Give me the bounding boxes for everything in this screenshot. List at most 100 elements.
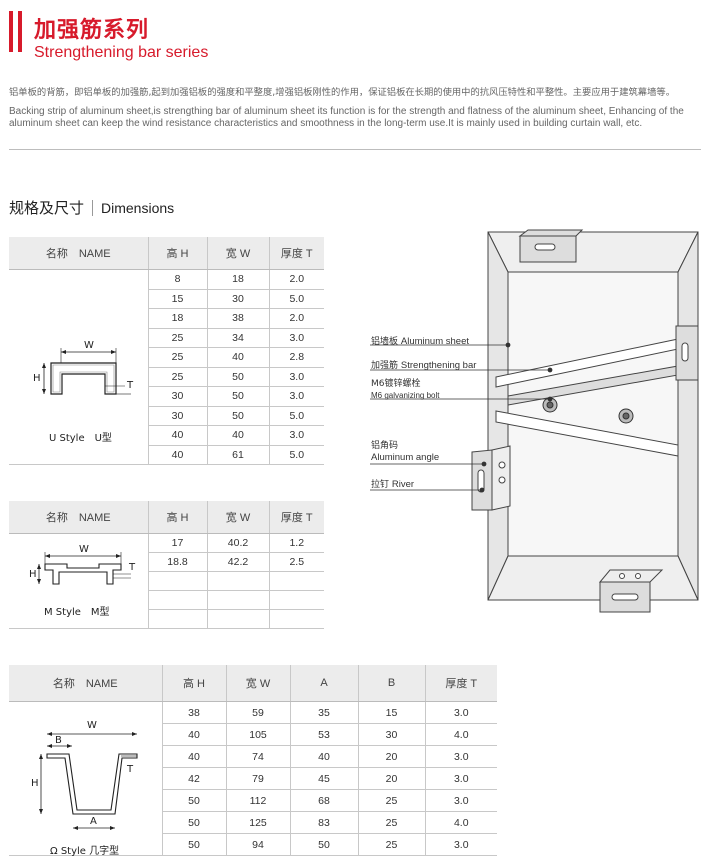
u-fig-h-label: H	[33, 373, 41, 384]
label-en: Aluminum sheet	[400, 336, 470, 347]
cell: 40	[147, 425, 207, 446]
cell: 34	[206, 328, 269, 348]
cell	[268, 590, 324, 610]
cell: 18	[147, 308, 207, 329]
table-row	[9, 590, 324, 610]
cell: 25	[357, 789, 425, 812]
cell	[206, 571, 269, 591]
cell: 17	[147, 533, 207, 553]
header-height: 高 H	[161, 665, 226, 702]
cell: 40	[206, 347, 269, 368]
label-strengthening-bar: 加强筋 Strengthening bar	[371, 358, 476, 371]
u-style-label: U Style U型	[49, 433, 112, 444]
cell: 3.0	[268, 386, 324, 407]
header-name: 名称 NAME	[9, 501, 148, 534]
cell: 42	[161, 767, 226, 790]
header-accent-bar-2	[18, 11, 22, 52]
cell: 125	[225, 811, 290, 834]
m-fig-w-label: W	[79, 544, 89, 555]
cell: 61	[206, 445, 269, 465]
cell: 112	[225, 789, 290, 812]
cell: 15	[147, 289, 207, 309]
label-en: Aluminum angle	[371, 452, 440, 463]
cell: 50	[206, 367, 269, 387]
cell: 94	[225, 833, 290, 856]
cell: 3.0	[424, 789, 497, 812]
cell	[147, 609, 207, 629]
dimensions-title-cn: 规格及尺寸	[9, 199, 85, 217]
header-name: 名称 NAME	[9, 665, 162, 702]
omega-profile-diagram	[39, 732, 138, 830]
cell: 30	[206, 289, 269, 309]
cell: 38	[206, 308, 269, 329]
cell	[206, 590, 269, 610]
cell: 18	[206, 269, 269, 290]
u-style-table: 名称 NAME 高 H 宽 W 厚度 T W H	[9, 237, 324, 465]
cell: 40	[206, 425, 269, 446]
header-width: 宽 W	[225, 665, 290, 702]
cell: 5.0	[268, 406, 324, 426]
label-en: M6 galvanizing bolt	[371, 391, 440, 400]
omega-fig-t-label: T	[127, 764, 134, 775]
label-cn: 铝墙板	[371, 337, 399, 347]
heading-separator	[92, 200, 94, 216]
cell	[268, 609, 324, 629]
cell: 20	[357, 745, 425, 768]
u-profile-diagram	[42, 348, 131, 395]
omega-fig-a-label: A	[90, 816, 97, 827]
cell: 50	[161, 811, 226, 834]
cell: 2.0	[268, 269, 324, 290]
header-height: 高 H	[147, 237, 207, 270]
label-cn: 加强筋	[371, 361, 399, 371]
m-fig-t-label: T	[129, 562, 136, 573]
cell: 25	[357, 833, 425, 856]
cell: 30	[357, 723, 425, 746]
cell: 38	[161, 701, 226, 724]
page-title-en: Strengthening bar series	[34, 44, 209, 61]
m-fig-h-label: H	[29, 569, 37, 580]
label-cn: 铝角码	[371, 441, 399, 451]
m-style-label: M Style M型	[44, 607, 110, 618]
label-en: River	[391, 479, 415, 490]
cell: 3.0	[424, 767, 497, 790]
u-fig-w-label: W	[84, 340, 94, 351]
divider	[9, 149, 701, 150]
u-style-figure-cell: W H T U Style U型	[9, 269, 148, 465]
cell: 5.0	[268, 445, 324, 465]
cell	[147, 571, 207, 591]
m-style-figure-cell: W H T M Style M型	[9, 533, 148, 629]
cell: 20	[357, 767, 425, 790]
cell: 2.5	[268, 552, 324, 572]
cell: 30	[147, 386, 207, 407]
cell: 18.8	[147, 552, 207, 572]
cell: 30	[147, 406, 207, 426]
label-en: Strengthening bar	[400, 360, 477, 371]
cell: 50	[206, 406, 269, 426]
cell: 50	[161, 789, 226, 812]
cell: 59	[225, 701, 290, 724]
cell: 3.0	[424, 701, 497, 724]
cell: 45	[289, 767, 358, 790]
u-fig-t-label: T	[127, 380, 134, 391]
cell: 4.0	[424, 811, 497, 834]
omega-fig-h-label: H	[31, 778, 39, 789]
cell	[206, 609, 269, 629]
cell: 4.0	[424, 723, 497, 746]
cell: 105	[225, 723, 290, 746]
cell: 74	[225, 745, 290, 768]
header-accent-bar-1	[9, 11, 13, 52]
cell: 50	[206, 386, 269, 407]
label-cn: M6镀锌螺栓	[371, 379, 421, 389]
cell: 3.0	[268, 367, 324, 387]
